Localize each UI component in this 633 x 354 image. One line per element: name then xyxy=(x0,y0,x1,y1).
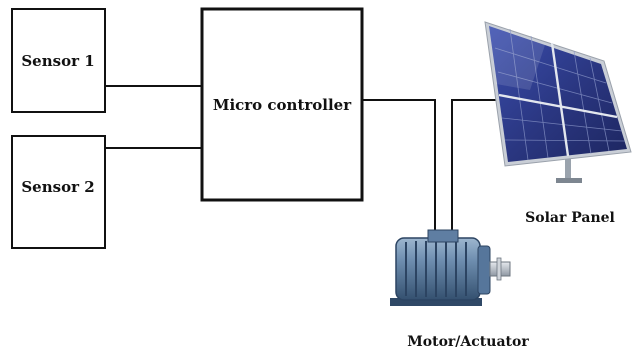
sensor-1-label: Sensor 1 xyxy=(21,52,94,70)
motor-body xyxy=(395,237,481,301)
wire-panel-to-motor xyxy=(451,99,497,236)
solar-panel-image: Solar Panel xyxy=(484,21,632,226)
microcontroller-block: Micro controller xyxy=(200,7,364,202)
microcontroller-label: Micro controller xyxy=(213,96,352,114)
motor-cooling-fins xyxy=(405,241,467,297)
motor-label: Motor/Actuator xyxy=(407,334,529,350)
motor-terminal-box xyxy=(427,229,459,243)
motor-base xyxy=(390,298,482,306)
microcontroller-box xyxy=(200,7,364,202)
sensor-2-block: Sensor 2 xyxy=(11,135,106,249)
motor-image: Motor/Actuator xyxy=(390,229,529,350)
solar-panel-base xyxy=(556,178,582,183)
solar-panel-post xyxy=(565,150,571,182)
wire-mcu-to-motor xyxy=(362,99,436,236)
solar-panel-label: Solar Panel xyxy=(525,210,615,226)
sensor-2-label: Sensor 2 xyxy=(21,178,94,196)
solar-panel-glare xyxy=(489,26,545,90)
motor-end-cap xyxy=(477,245,491,295)
sensor-1-box xyxy=(11,8,106,113)
solar-panel-dividers xyxy=(498,42,618,157)
sensor-2-box xyxy=(11,135,106,249)
motor-shaft-tip xyxy=(496,257,502,281)
sensor-1-block: Sensor 1 xyxy=(11,8,106,113)
connector-wires xyxy=(106,85,497,236)
